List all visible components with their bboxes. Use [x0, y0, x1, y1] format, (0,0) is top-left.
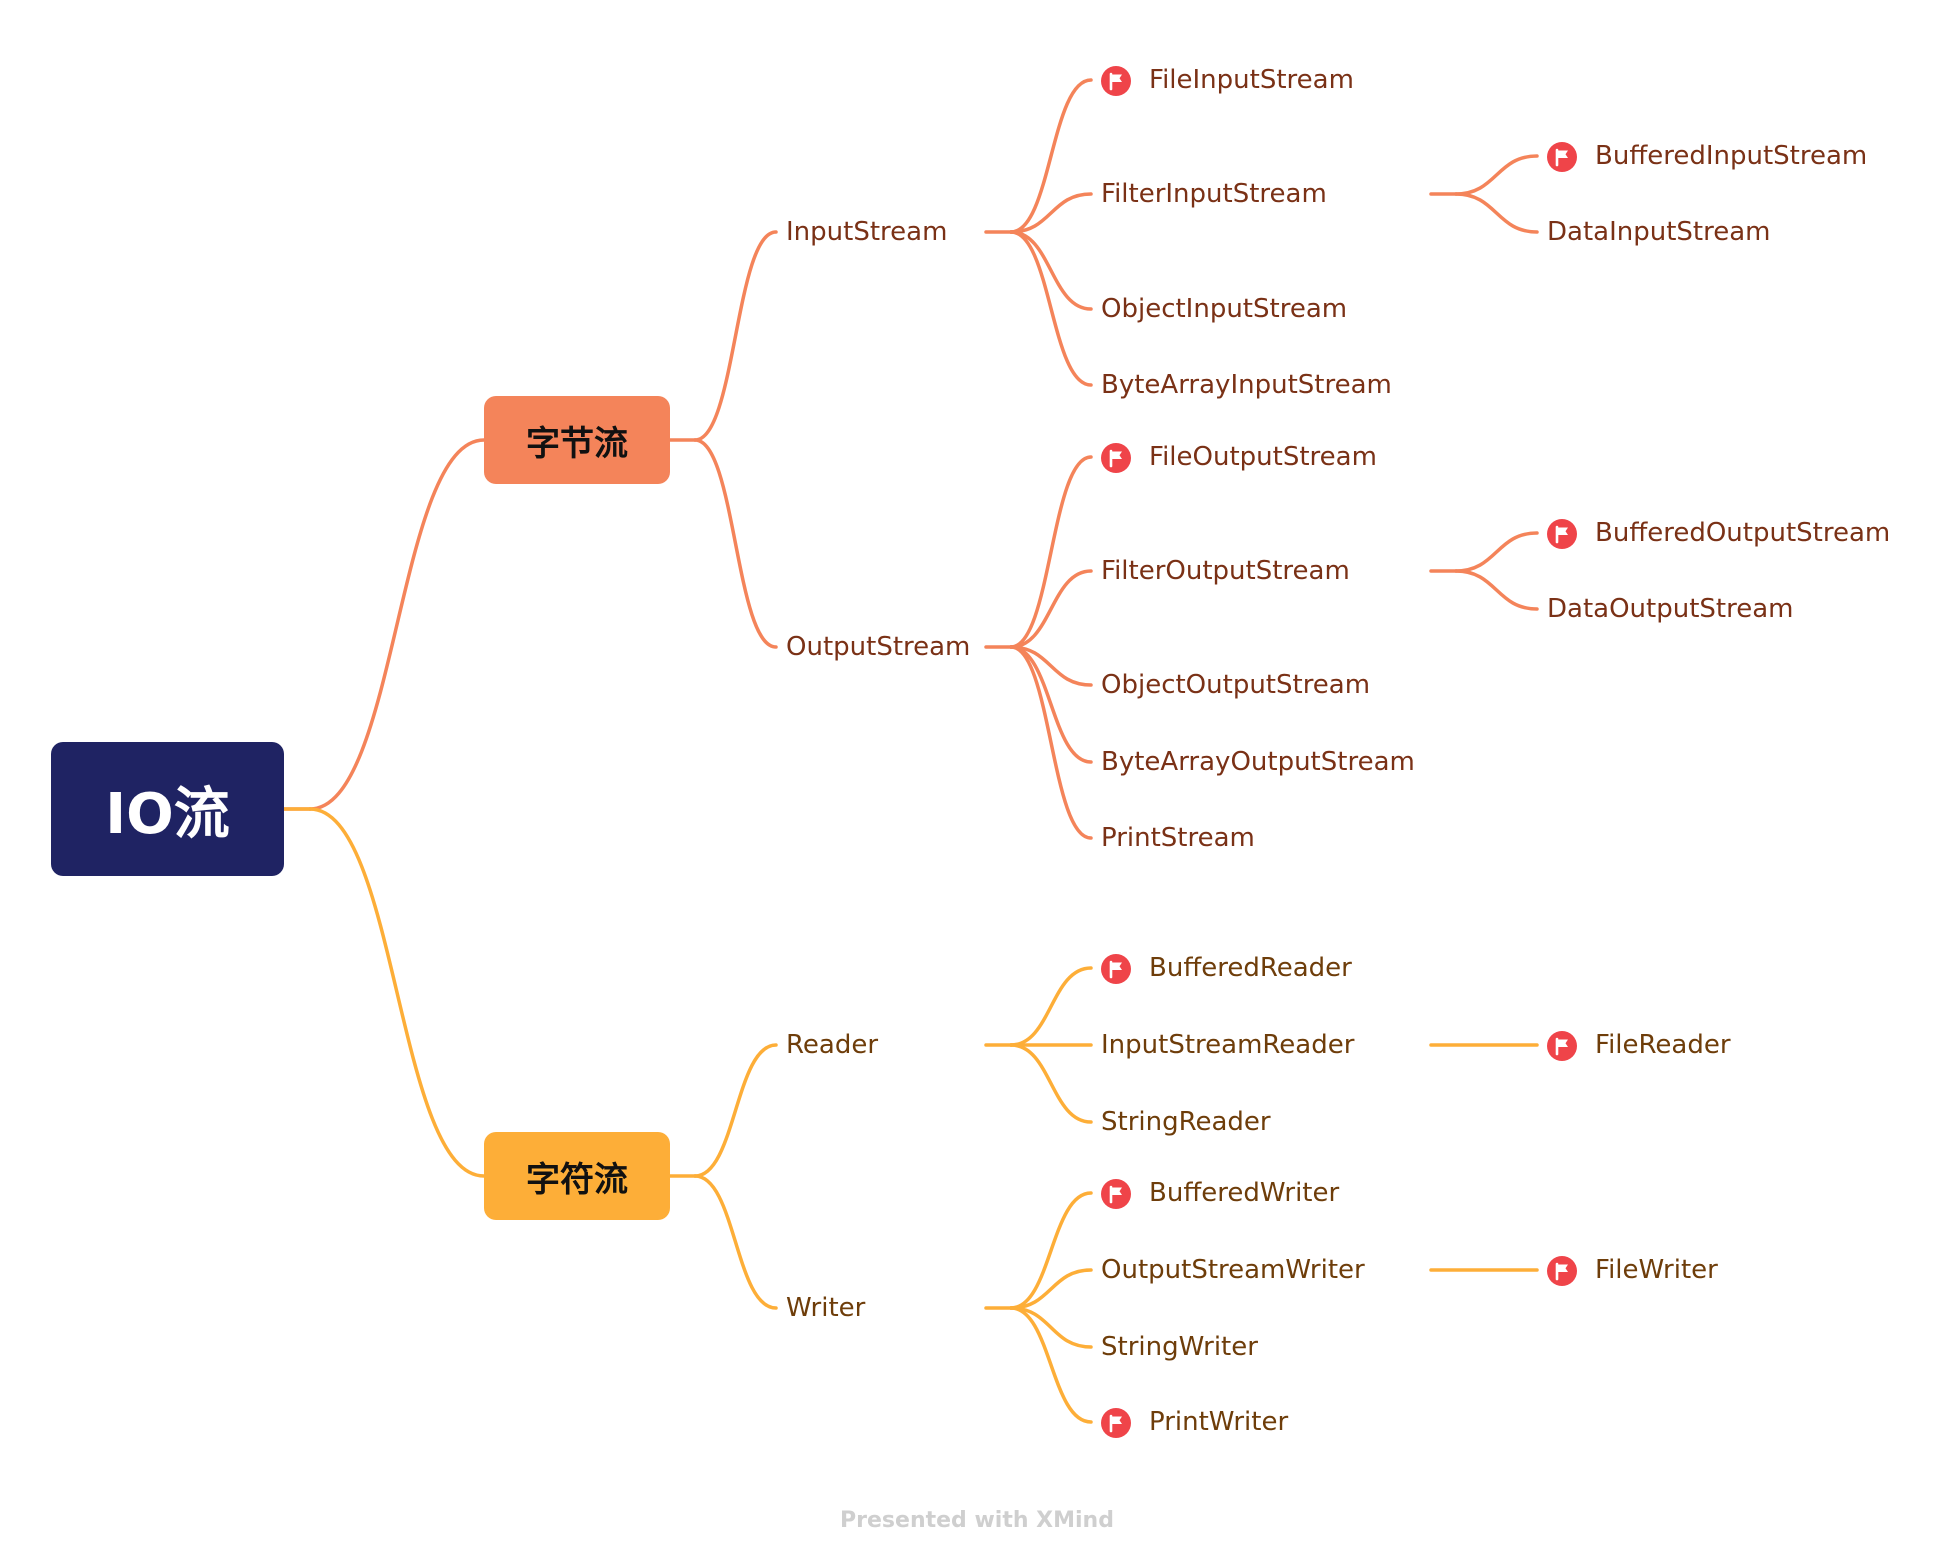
topic-fileoutputstream[interactable]: FileOutputStream — [1149, 442, 1377, 472]
connector — [693, 1043, 778, 1178]
connector — [1009, 1043, 1093, 1124]
topic-filteroutputstream[interactable]: FilterOutputStream — [1101, 556, 1350, 586]
flag-icon — [1547, 1031, 1577, 1061]
connector — [1009, 645, 1093, 840]
connector — [693, 1174, 778, 1310]
topic-filereader[interactable]: FileReader — [1595, 1030, 1731, 1060]
topic-char-stream[interactable]: 字符流 — [484, 1132, 670, 1220]
connector — [1009, 230, 1093, 387]
xmind-watermark: Presented with XMind — [840, 1508, 1114, 1533]
connector — [1009, 1306, 1093, 1349]
connector — [1009, 966, 1093, 1047]
topic-printwriter[interactable]: PrintWriter — [1149, 1407, 1289, 1437]
connector — [1454, 192, 1539, 234]
connector — [1454, 569, 1539, 611]
connector — [1009, 78, 1093, 234]
topic-fileinputstream[interactable]: FileInputStream — [1149, 65, 1354, 95]
topic-bufferedreader[interactable]: BufferedReader — [1149, 953, 1352, 983]
topic-bytearrayoutputstream[interactable]: ByteArrayOutputStream — [1101, 747, 1415, 777]
topic-stringwriter[interactable]: StringWriter — [1101, 1332, 1258, 1362]
connector — [1009, 1191, 1093, 1310]
connector — [308, 438, 486, 811]
topic-writer[interactable]: Writer — [786, 1293, 866, 1323]
topic-bytearrayinputstream[interactable]: ByteArrayInputStream — [1101, 370, 1392, 400]
topic-filterinputstream[interactable]: FilterInputStream — [1101, 179, 1327, 209]
topic-byte-stream[interactable]: 字节流 — [484, 396, 670, 484]
connector — [693, 230, 778, 442]
flag-icon — [1101, 954, 1131, 984]
root-topic[interactable]: IO流 — [51, 742, 284, 876]
flag-icon — [1547, 1256, 1577, 1286]
topic-reader[interactable]: Reader — [786, 1030, 879, 1060]
connector — [1009, 192, 1093, 234]
connector — [693, 438, 778, 649]
topic-inputstreamreader[interactable]: InputStreamReader — [1101, 1030, 1355, 1060]
topic-bufferedinputstream[interactable]: BufferedInputStream — [1595, 141, 1868, 171]
topic-printstream[interactable]: PrintStream — [1101, 823, 1255, 853]
topic-outputstreamwriter[interactable]: OutputStreamWriter — [1101, 1255, 1365, 1285]
topic-outputstream[interactable]: OutputStream — [786, 632, 971, 662]
flag-icon — [1101, 1408, 1131, 1438]
topic-dataoutputstream[interactable]: DataOutputStream — [1547, 594, 1794, 624]
connector — [1009, 230, 1093, 311]
topic-filewriter[interactable]: FileWriter — [1595, 1255, 1718, 1285]
connector — [1009, 455, 1093, 649]
connector — [1454, 154, 1539, 196]
flag-icon — [1101, 66, 1131, 96]
connector — [1454, 531, 1539, 573]
connector — [1009, 1306, 1093, 1424]
connector — [1009, 1268, 1093, 1310]
flag-icon — [1547, 519, 1577, 549]
topic-objectoutputstream[interactable]: ObjectOutputStream — [1101, 670, 1371, 700]
connector — [1009, 645, 1093, 764]
flag-icon — [1547, 142, 1577, 172]
topic-bufferedwriter[interactable]: BufferedWriter — [1149, 1178, 1340, 1208]
topic-datainputstream[interactable]: DataInputStream — [1547, 217, 1771, 247]
flag-icon — [1101, 443, 1131, 473]
topic-bufferedoutputstream[interactable]: BufferedOutputStream — [1595, 518, 1891, 548]
topic-inputstream[interactable]: InputStream — [786, 217, 948, 247]
topic-stringreader[interactable]: StringReader — [1101, 1107, 1271, 1137]
connector — [1009, 569, 1093, 649]
connector — [308, 807, 486, 1178]
connector — [1009, 645, 1093, 687]
topic-objectinputstream[interactable]: ObjectInputStream — [1101, 294, 1348, 324]
flag-icon — [1101, 1179, 1131, 1209]
